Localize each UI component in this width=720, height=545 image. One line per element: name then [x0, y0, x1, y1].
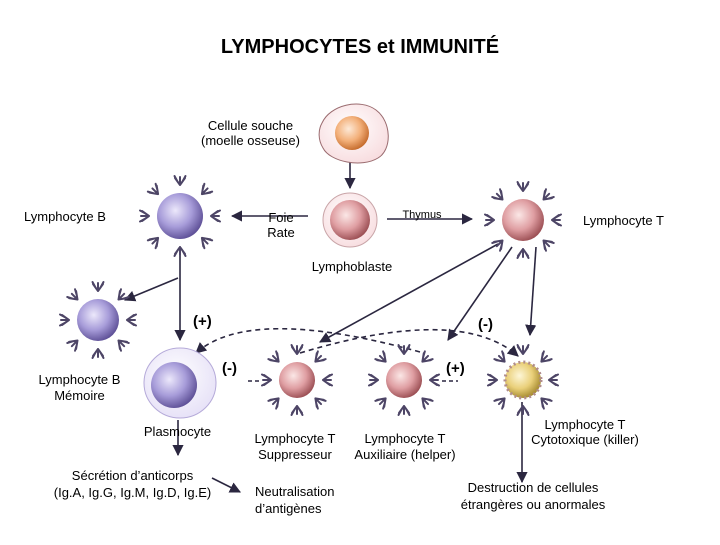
- suppressor-label-line2: Suppresseur: [258, 447, 332, 462]
- arrows: [123, 160, 537, 493]
- neutralisation-label-line1: Neutralisation: [255, 484, 335, 499]
- b-lymphocyte-cell: [139, 175, 221, 257]
- suppressor-inhibit-dashed-arrow: [195, 327, 421, 354]
- t-to-killer-arrow: [525, 246, 537, 337]
- antibody-label-line2: (Ig.A, Ig.G, Ig.M, Ig.D, Ig.E): [53, 485, 212, 500]
- t-lymphocyte-cell: [484, 181, 562, 259]
- minus-right-sign: (-): [478, 316, 493, 333]
- suppressor-label-line1: Lymphocyte T: [254, 431, 336, 446]
- helper-t-cell: [368, 344, 440, 416]
- antibody-to-neutral-arrow: [211, 477, 242, 493]
- stem-cell-label-line2: (moelle osseuse): [201, 133, 300, 148]
- memory-b-label-line2: Mémoire: [54, 388, 105, 403]
- plasmocyte-label: Plasmocyte: [143, 424, 212, 439]
- thymus-label: Thymus: [402, 209, 442, 221]
- lymphoblast-label: Lymphoblaste: [311, 259, 393, 274]
- b-lymphocyte-label: Lymphocyte B: [24, 209, 106, 224]
- lymphoblast-cell: [322, 192, 378, 248]
- destruction-label-line2: étrangères ou anormales: [460, 497, 606, 512]
- memory-b-label-line1: Lymphocyte B: [38, 372, 121, 387]
- liver-label-line1: Foie: [268, 210, 294, 225]
- b-to-memory-arrow: [123, 277, 179, 302]
- cytotoxic-t-cell: [487, 344, 559, 416]
- page-title: LYMPHOCYTES et IMMUNITÉ: [220, 36, 500, 58]
- antibody-label-line1: Sécrétion d’anticorps: [71, 468, 194, 483]
- stem-cell-label-line1: Cellule souche: [207, 118, 294, 133]
- helper-label-line1: Lymphocyte T: [364, 431, 446, 446]
- minus-mid-sign: (-): [222, 360, 237, 377]
- destruction-label-line1: Destruction de cellules: [467, 480, 599, 495]
- helper-label-line2: Auxiliaire (helper): [354, 447, 456, 462]
- helper-activate-dashed-arrow: [299, 328, 519, 357]
- t-lymphocyte-label: Lymphocyte T: [583, 213, 664, 228]
- neutralisation-label-line2: d’antigènes: [255, 501, 322, 516]
- plasmocyte-cell: [143, 347, 217, 419]
- suppressor-t-cell: [261, 344, 333, 416]
- t-to-helper-arrow: [447, 246, 513, 341]
- stem-cell: [318, 103, 389, 164]
- plus-mid-sign: (+): [446, 360, 465, 377]
- cytotoxic-label-line2: Cytotoxique (killer): [531, 432, 639, 447]
- memory-b-lymphocyte-cell: [59, 281, 137, 359]
- cytotoxic-label-line1: Lymphocyte T: [544, 417, 626, 432]
- plus-left-sign: (+): [193, 313, 212, 330]
- liver-label-line2: Rate: [267, 225, 295, 240]
- t-to-suppressor-arrow: [319, 243, 499, 343]
